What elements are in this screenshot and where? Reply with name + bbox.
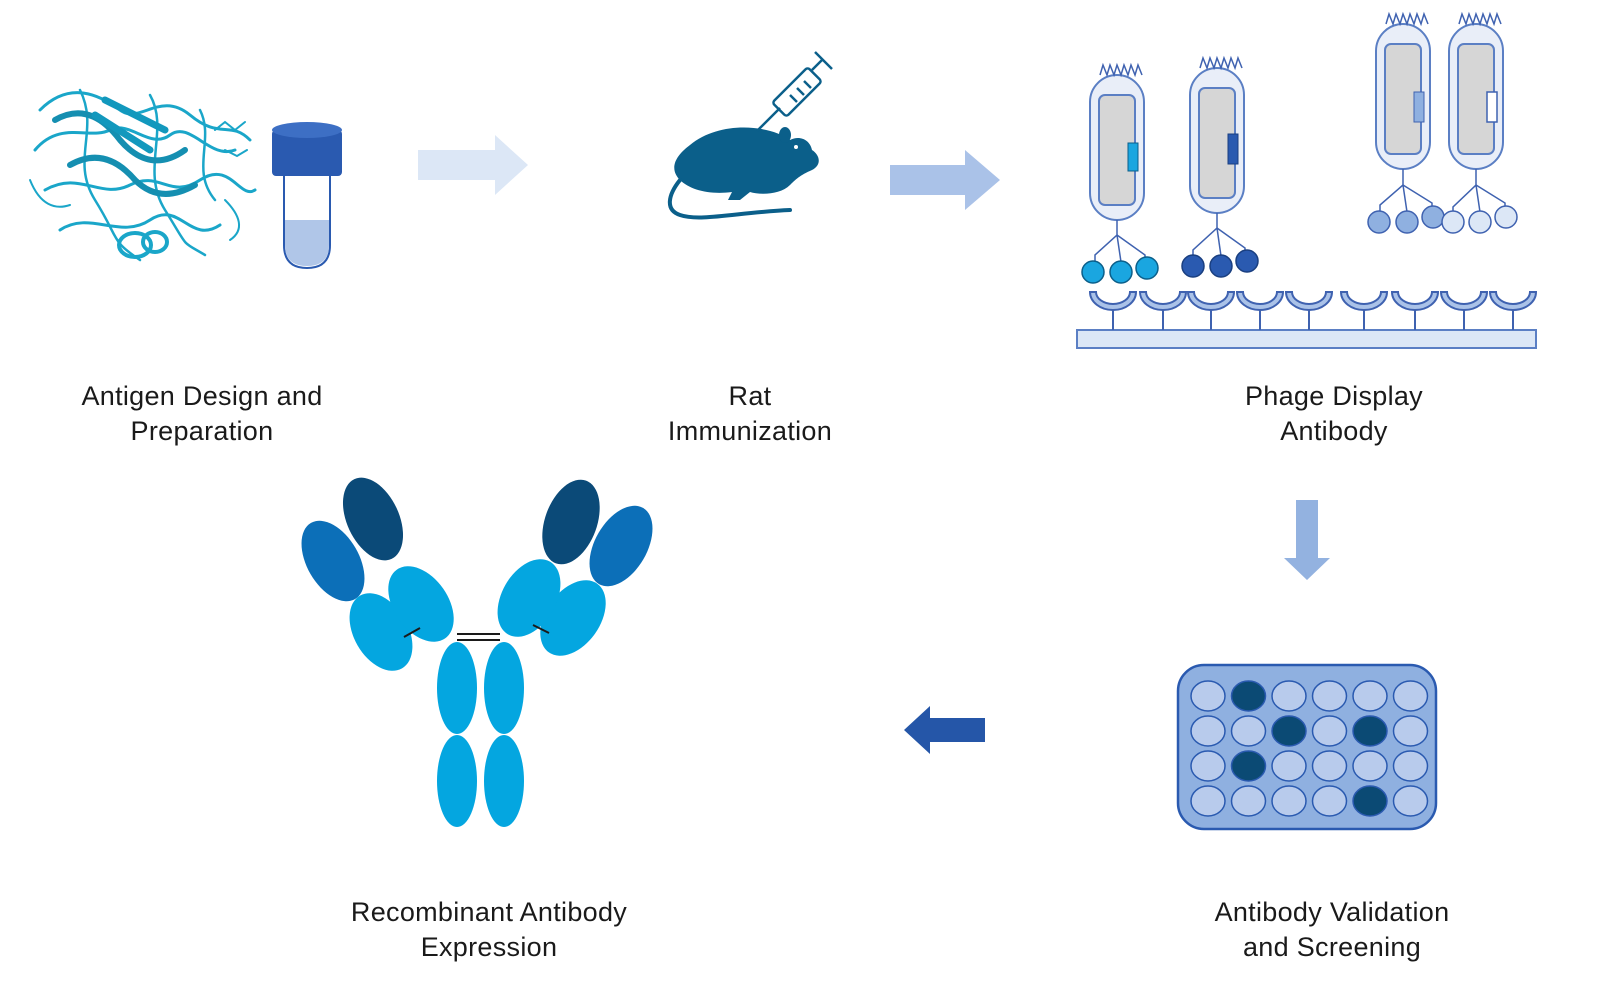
- well-empty: [1190, 785, 1226, 817]
- arrow-right-icon: [890, 150, 1000, 210]
- step-label-antibody-validation: Antibody Validation and Screening: [1122, 895, 1542, 965]
- step-label-phage-display: Phage Display Antibody: [1124, 379, 1544, 449]
- step-label-line: Immunization: [667, 416, 833, 446]
- step-label-line: Preparation: [130, 416, 274, 446]
- arrow-right-icon: [418, 135, 528, 195]
- well-hit: [1271, 715, 1307, 747]
- well-hit: [1352, 715, 1388, 747]
- well-empty: [1392, 715, 1429, 747]
- well-empty: [1271, 750, 1307, 782]
- well-empty: [1311, 785, 1348, 817]
- well-empty: [1392, 750, 1429, 782]
- well-empty: [1311, 715, 1348, 747]
- step-label-line: Recombinant Antibody: [350, 897, 628, 927]
- step-label-line: Expression: [420, 932, 558, 962]
- phage-display-icon: [1076, 11, 1538, 349]
- antibody-icon: [301, 477, 653, 827]
- test-tube-icon: [272, 122, 342, 270]
- step-label-rat-immunization: Rat Immunization: [540, 379, 960, 449]
- step-label-line: Antigen Design and: [81, 381, 323, 411]
- well-empty: [1230, 785, 1267, 817]
- well-hit: [1230, 680, 1267, 712]
- step-label-recombinant-expression: Recombinant Antibody Expression: [279, 895, 699, 965]
- well-empty: [1311, 680, 1348, 712]
- well-empty: [1190, 715, 1226, 747]
- well-empty: [1352, 680, 1388, 712]
- well-empty: [1271, 680, 1307, 712]
- step-label-line: Antibody Validation: [1214, 897, 1450, 927]
- step-label-line: and Screening: [1242, 932, 1422, 962]
- rat-icon: [667, 127, 819, 220]
- well-hit: [1352, 785, 1388, 817]
- arrow-down-icon: [1284, 500, 1330, 580]
- arrow-left-icon: [904, 706, 985, 754]
- protein-structure-icon: [29, 88, 257, 262]
- step-label-antigen-design: Antigen Design and Preparation: [0, 379, 412, 449]
- step-label-line: Antibody: [1280, 416, 1388, 446]
- well-empty: [1352, 750, 1388, 782]
- well-empty: [1230, 715, 1267, 747]
- well-plate-icon: [1176, 663, 1438, 831]
- well-empty: [1190, 750, 1226, 782]
- step-label-line: Rat: [728, 381, 772, 411]
- syringe-icon: [756, 51, 833, 132]
- well-empty: [1392, 785, 1429, 817]
- well-hit: [1230, 750, 1267, 782]
- well-empty: [1392, 680, 1429, 712]
- well-empty: [1271, 785, 1307, 817]
- well-empty: [1190, 680, 1226, 712]
- well-empty: [1311, 750, 1348, 782]
- step-label-line: Phage Display: [1244, 381, 1423, 411]
